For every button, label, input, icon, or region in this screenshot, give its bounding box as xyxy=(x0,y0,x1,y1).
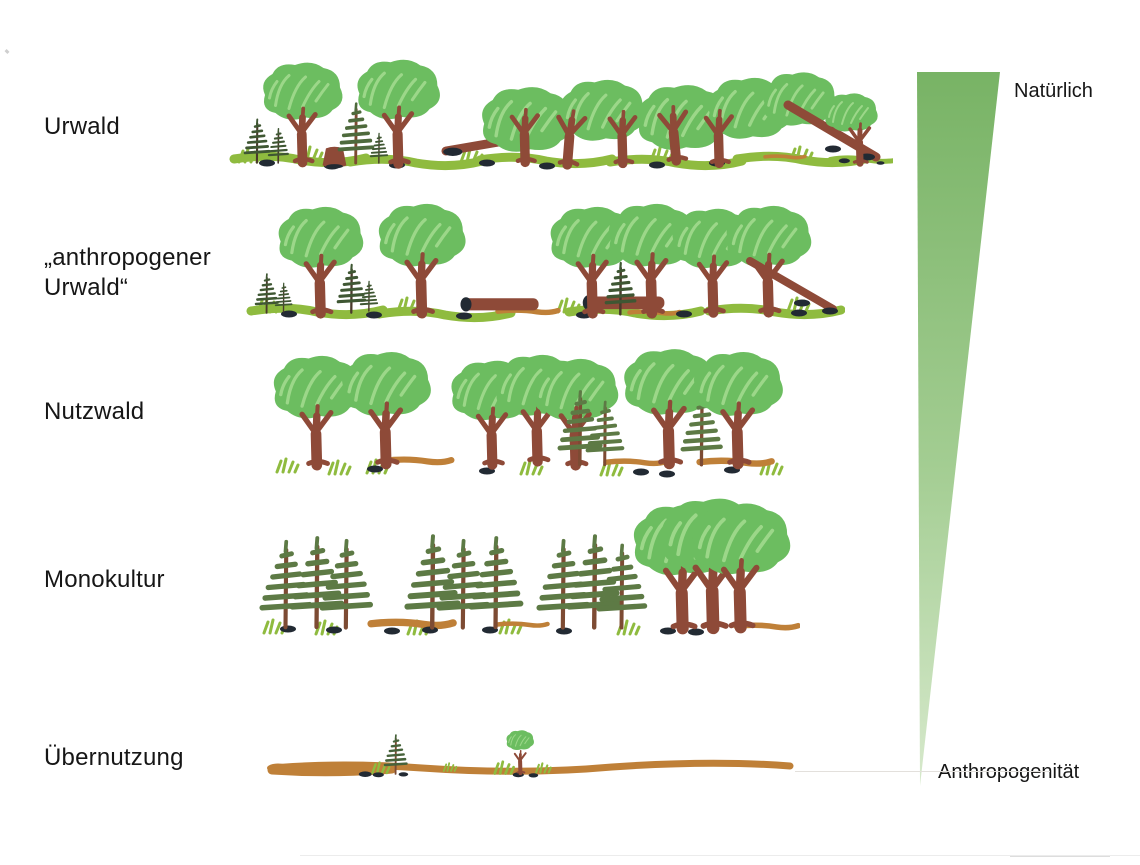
debris-mark xyxy=(528,773,539,778)
bare-path-stroke xyxy=(763,154,807,160)
deciduous-tree-icon xyxy=(342,352,431,464)
grass-tuft xyxy=(275,457,300,474)
bare-path-stroke xyxy=(498,624,548,626)
debris-mark xyxy=(539,162,555,170)
uebernutzung-illustration xyxy=(267,729,794,778)
debris-mark xyxy=(649,161,665,169)
debris-mark xyxy=(456,312,472,320)
debris-mark xyxy=(838,158,850,164)
trees xyxy=(262,499,790,629)
nutzwald-illustration xyxy=(268,345,784,478)
trees xyxy=(254,204,838,317)
cut-log-icon xyxy=(460,297,539,312)
row-label-anthropogener-urwald: „anthropogener Urwald“ xyxy=(44,244,211,301)
bare-path-stroke xyxy=(606,461,666,463)
debris-mark xyxy=(398,772,409,777)
row-label-monokultur: Monokultur xyxy=(44,566,165,593)
row-label-uebernutzung: Übernutzung xyxy=(44,744,184,771)
bare-path-stroke xyxy=(371,622,453,625)
debris-mark xyxy=(876,161,885,165)
tree-crown xyxy=(505,729,535,751)
grass-tuft xyxy=(327,459,352,476)
debris-mark xyxy=(422,626,438,634)
conifer-icon xyxy=(336,263,367,315)
deciduous-tree-icon xyxy=(727,206,812,313)
debris-mark xyxy=(358,771,372,777)
trees xyxy=(243,60,881,169)
debris-mark xyxy=(791,309,807,317)
scan-artifact xyxy=(4,49,10,54)
deciduous-tree-icon xyxy=(379,204,466,313)
urwald-illustration xyxy=(228,55,893,180)
bare-path-stroke xyxy=(498,310,558,312)
leaning-trunk xyxy=(746,257,837,313)
debris-mark xyxy=(326,626,342,634)
ground xyxy=(267,759,794,778)
debris-mark xyxy=(443,147,463,156)
gradient-top-label: Natürlich xyxy=(1014,80,1093,102)
debris-mark xyxy=(259,159,275,167)
row-label-nutzwald: Nutzwald xyxy=(44,398,145,425)
debris-mark xyxy=(366,311,382,319)
debris-mark xyxy=(659,470,675,478)
debris-mark xyxy=(367,465,383,473)
debris-mark xyxy=(280,625,296,633)
conifer-icon xyxy=(407,536,457,627)
debris-mark xyxy=(825,145,841,153)
anthropogener-urwald-illustration xyxy=(245,203,845,328)
scan-artifact xyxy=(1010,856,1110,857)
debris-mark xyxy=(822,307,838,315)
bare-soil-line xyxy=(268,759,794,775)
debris-mark xyxy=(688,628,704,636)
soil-blob xyxy=(267,763,289,773)
row-label-urwald: Urwald xyxy=(44,113,120,140)
scan-artifact xyxy=(300,855,1140,856)
trees xyxy=(274,349,783,465)
scan-artifact xyxy=(795,771,1050,772)
gradient-triangle xyxy=(917,72,1000,786)
anthropogenity-gradient-wedge xyxy=(917,72,1000,786)
debris-mark xyxy=(479,159,495,167)
debris-mark xyxy=(372,772,384,778)
debris-mark xyxy=(633,468,649,476)
gradient-bottom-label: Anthropogenität xyxy=(938,761,1080,783)
monokultur-illustration xyxy=(255,488,800,636)
debris-mark xyxy=(676,310,692,318)
debris-mark xyxy=(794,299,810,307)
debris-mark xyxy=(384,627,400,635)
conifer-icon xyxy=(569,536,619,627)
tree-crown xyxy=(823,92,879,133)
